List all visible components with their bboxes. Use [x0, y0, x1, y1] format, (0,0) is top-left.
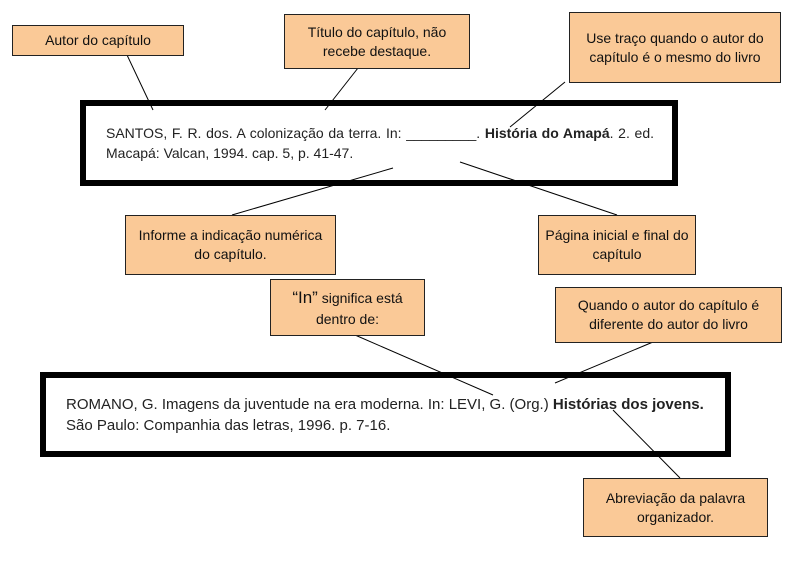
connector-line — [612, 409, 681, 479]
in-meaning-text: significa está dentro de: — [315, 289, 403, 327]
callout-chapter-title: Título do capítulo, não recebe destaque. — [284, 14, 470, 69]
reference-example-1: SANTOS, F. R. dos. A colonização da terr… — [80, 100, 678, 186]
connector-line — [231, 167, 394, 216]
callout-text: Abreviação da palavra organizador. — [605, 489, 746, 525]
ref1-text: SANTOS, F. R. dos. A colonização da terr… — [106, 125, 485, 141]
callout-org: Abreviação da palavra organizador. — [583, 478, 768, 537]
callout-text: Página inicial e final do capítulo — [545, 227, 689, 262]
callout-chapter-author: Autor do capítulo — [12, 25, 184, 56]
callout-text: Quando o autor do capítulo é diferente d… — [577, 297, 760, 332]
connector-line — [459, 161, 618, 216]
connector-line — [509, 81, 566, 128]
callout-chapter-number: Informe a indicação numérica do capítulo… — [125, 215, 336, 275]
callout-text: Título do capítulo, não recebe destaque. — [307, 23, 447, 59]
in-quote: “In” — [292, 287, 318, 307]
callout-text: Autor do capítulo — [45, 32, 151, 49]
callout-pages: Página inicial e final do capítulo — [538, 215, 696, 275]
connector-line — [126, 54, 154, 111]
callout-in-meaning: “In” significa está dentro de: — [270, 279, 425, 336]
callout-dash: Use traço quando o autor do capítulo é o… — [569, 12, 781, 83]
ref2-text: ROMANO, G. Imagens da juventude na era m… — [66, 396, 553, 413]
callout-text: Use traço quando o autor do capítulo é o… — [586, 29, 764, 65]
callout-different-author: Quando o autor do capítulo é diferente d… — [555, 287, 782, 343]
callout-text: Informe a indicação numérica do capítulo… — [138, 227, 323, 262]
connector-line — [324, 67, 359, 111]
ref1-book-title: História do Amapá — [484, 125, 610, 141]
callout-text: “In” significa está dentro de: — [277, 287, 418, 329]
connector-line — [554, 341, 654, 384]
reference-example-2: ROMANO, G. Imagens da juventude na era m… — [40, 372, 731, 457]
ref2-details: São Paulo: Companhia das letras, 1996. p… — [66, 417, 391, 434]
ref2-book-title: Histórias dos jovens. — [552, 396, 704, 413]
connector-line — [354, 334, 494, 396]
ref1-details: . 2. ed. Macapá: Valcan, 1994. cap. 5, p… — [106, 125, 654, 161]
